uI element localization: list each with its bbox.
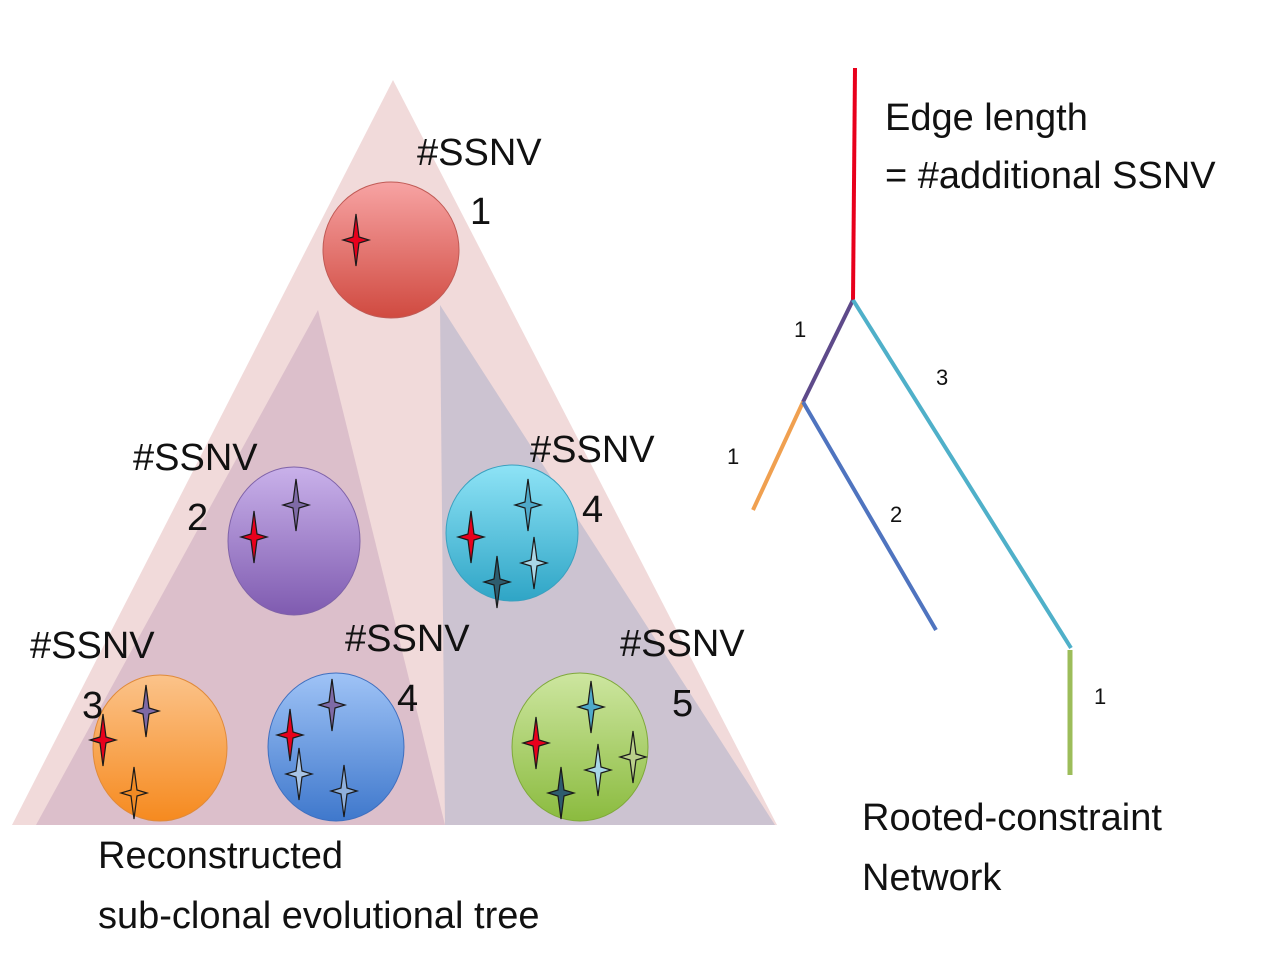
edge-root (851, 67, 857, 301)
clone-node-cyan (445, 464, 579, 602)
blue-ssnv-count: 4 (397, 678, 418, 720)
clone-node-orange (92, 674, 228, 822)
orange-ssnv-label: #SSNV (30, 625, 155, 667)
mutation-star-icon (518, 536, 550, 590)
tree-caption-line1: Reconstructed (98, 835, 343, 877)
network-legend-line2: = #additional SSNV (885, 155, 1216, 197)
orange-ssnv-count: 3 (82, 685, 103, 727)
mutation-star-icon (512, 478, 544, 532)
triangle-right-region (440, 305, 775, 825)
cyan-ssnv-count: 4 (582, 489, 603, 531)
mutation-star-icon (617, 730, 649, 784)
clone-node-green (511, 672, 649, 822)
mutation-star-icon (130, 684, 162, 738)
mutation-star-icon (582, 743, 614, 797)
mutation-star-icon (283, 747, 315, 801)
mutation-star-icon (316, 678, 348, 732)
edge-weight-right: 3 (936, 365, 948, 390)
purple-ssnv-label: #SSNV (133, 437, 258, 479)
mutation-star-icon (274, 708, 306, 762)
edge-weight-orange: 1 (727, 444, 739, 469)
mutation-star-icon (328, 764, 360, 818)
mutation-star-icon (238, 510, 270, 564)
edge-blue (801, 400, 938, 632)
edge-weight-green: 1 (1094, 684, 1106, 709)
cyan-ssnv-label: #SSNV (530, 429, 655, 471)
mutation-star-icon (340, 213, 372, 267)
mutation-star-icon (545, 766, 577, 820)
mutation-star-icon (575, 680, 607, 734)
network-legend-line1: Edge length (885, 97, 1088, 139)
edge-weight-blue: 2 (890, 502, 902, 527)
edge-left-upper (801, 299, 855, 403)
rooted-network (751, 67, 1073, 775)
edge-orange (751, 401, 805, 511)
mutation-star-icon (118, 766, 150, 820)
mutation-stars (87, 213, 649, 820)
green-ssnv-label: #SSNV (620, 623, 745, 665)
top-ssnv-count: 1 (470, 191, 491, 233)
network-caption-line1: Rooted-constraint (862, 797, 1162, 839)
mutation-star-icon (455, 510, 487, 564)
top-ssnv-label: #SSNV (417, 132, 542, 174)
mutation-star-icon (520, 716, 552, 770)
mutation-star-icon (87, 713, 119, 767)
blue-ssnv-label: #SSNV (345, 618, 470, 660)
green-ssnv-count: 5 (672, 683, 693, 725)
clone-node-purple (227, 466, 361, 616)
clone-node-blue (267, 672, 405, 822)
purple-ssnv-count: 2 (187, 497, 208, 539)
network-caption-line2: Network (862, 857, 1002, 899)
mutation-star-icon (481, 555, 513, 609)
mutation-star-icon (280, 478, 312, 532)
tree-caption-line2: sub-clonal evolutional tree (98, 895, 540, 937)
edge-weight-left-upper: 1 (794, 317, 806, 342)
clone-node-top (322, 181, 460, 319)
edge-right (851, 298, 1073, 650)
